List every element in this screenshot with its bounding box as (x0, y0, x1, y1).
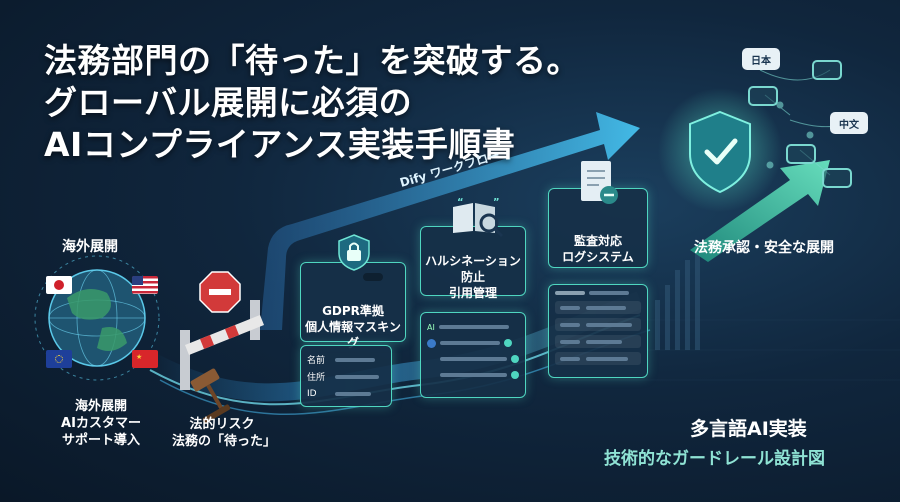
mask-icon (363, 273, 383, 281)
chat-bubble-icon (822, 168, 852, 188)
risk-label: 法的リスク 法務の「待った」 (172, 417, 277, 449)
eu-flag-icon (46, 350, 72, 368)
title-line-2: グローバル展開に必須の (44, 83, 413, 122)
audit-card-title: 監査対応 ログシステム (562, 234, 634, 264)
shield-check-icon (689, 110, 751, 194)
audit-log-panel (548, 284, 648, 378)
globe (34, 255, 160, 381)
approval-arrow (690, 160, 830, 262)
footer-line-1: 多言語AI実装 (690, 418, 807, 440)
book-search-icon: “ ” (449, 197, 505, 238)
china-flag-icon: ★ (132, 350, 158, 368)
citation-row (427, 351, 519, 367)
citation-row (427, 335, 519, 351)
log-row (555, 335, 641, 348)
ai-row: AI (427, 319, 519, 335)
gavel-icon (190, 368, 231, 424)
hallucination-card-title: ハルシネーション防止 引用管理 (425, 254, 521, 300)
main-title: 法務部門の「待った」を突破する。 グローバル展開に必須の AIコンプライアンス実… (44, 40, 580, 166)
lock-icon (337, 233, 371, 271)
check-icon (511, 355, 519, 363)
log-header (555, 291, 641, 295)
check-icon (504, 339, 512, 347)
us-flag-icon (132, 276, 158, 294)
mask-row: 住所 (307, 368, 385, 385)
mask-row: ID (307, 385, 385, 402)
log-row (555, 301, 641, 314)
title-line-1: 法務部門の「待った」を突破する。 (44, 41, 580, 80)
mask-row: 名前 (307, 351, 385, 368)
log-row (555, 352, 641, 365)
title-line-3: AIコンプライアンス実装手順書 (44, 125, 516, 164)
audit-card: 監査対応 ログシステム (548, 161, 648, 268)
document-chain-icon (577, 159, 621, 207)
citation-list: AI (420, 312, 526, 398)
chat-bubble-icon (748, 86, 778, 106)
hallucination-card: “ ” ハルシネーション防止 引用管理 (420, 197, 526, 300)
check-icon (511, 371, 519, 379)
citation-row (427, 367, 519, 383)
gdpr-mask-fields: 名前 住所 ID (300, 345, 392, 407)
gdpr-card: GDPR準拠 個人情報マスキング (300, 234, 406, 350)
chat-bubble-icon (786, 144, 816, 164)
stop-sign (199, 271, 241, 313)
chinese-bubble: 中文 (830, 112, 868, 134)
log-row (555, 318, 641, 331)
chat-bubble-icon (812, 60, 842, 80)
footer-line-2: 技術的なガードレール設計図 (604, 449, 825, 469)
approval-label: 法務承認・安全な展開 (694, 240, 834, 256)
overseas-bottom-label: 海外展開 AIカスタマー サポート導入 (61, 399, 141, 448)
overseas-top-label: 海外展開 (62, 239, 118, 255)
japanese-bubble: 日本 (742, 48, 780, 70)
svg-text:“: “ (457, 197, 464, 208)
workflow-arrow (260, 112, 640, 330)
barrier (180, 300, 264, 390)
japan-flag-icon (46, 276, 72, 294)
svg-text:”: ” (493, 197, 500, 208)
gdpr-card-title: GDPR準拠 個人情報マスキング (305, 304, 401, 350)
decorative-bars (655, 250, 700, 350)
